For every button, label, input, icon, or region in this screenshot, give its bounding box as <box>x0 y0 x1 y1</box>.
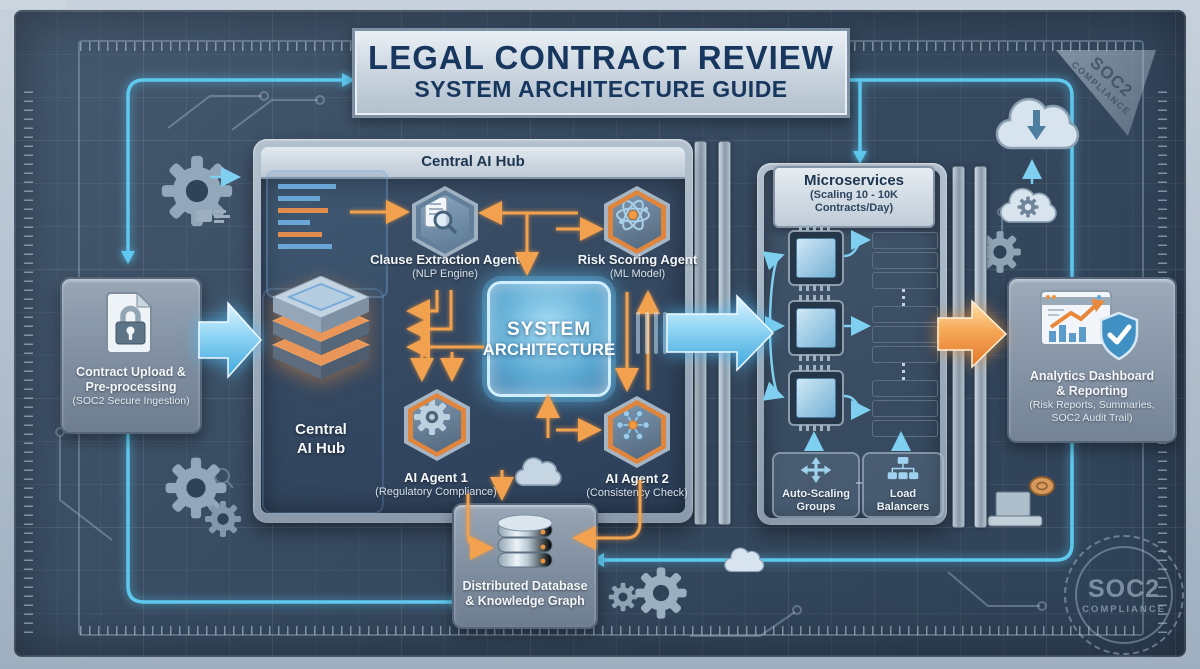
cpu-chip-icon <box>788 295 844 361</box>
ruler-left <box>24 88 33 633</box>
title-line1: LEGAL CONTRACT REVIEW <box>368 39 834 76</box>
contract-upload-box: Contract Upload & Pre-processing (SOC2 S… <box>60 277 202 434</box>
agent2-hex <box>604 396 670 468</box>
rail-divider <box>952 166 965 528</box>
title-line2: SYSTEM ARCHITECTURE GUIDE <box>414 76 788 102</box>
upload-box-subtitle: (SOC2 Secure Ingestion) <box>72 395 190 407</box>
rail-divider <box>694 141 707 525</box>
ruler-bottom <box>80 626 1140 635</box>
server-icon <box>872 252 938 269</box>
analytics-box: Analytics Dashboard & Reporting (Risk Re… <box>1007 277 1177 443</box>
agent1-label: AI Agent 1 (Regulatory Compliance) <box>375 470 497 498</box>
rail-divider <box>974 166 987 528</box>
server-icon <box>872 306 938 323</box>
rail-divider <box>718 141 731 525</box>
system-architecture-core: SYSTEM ARCHITECTURE <box>483 281 615 397</box>
agent2-label: AI Agent 2 (Consistency Check) <box>586 471 688 499</box>
risk-agent-label: Risk Scoring Agent (ML Model) <box>577 252 698 280</box>
frame-tab <box>0 0 66 9</box>
soc2-stamp: SOC2 COMPLIANCE <box>1064 535 1184 655</box>
dashboard-chart-icon <box>1040 290 1139 361</box>
microservices-header: Microservices (Scaling 10 - 10K Contract… <box>773 166 935 228</box>
server-icon <box>872 380 938 397</box>
ellipsis-dots <box>902 362 905 380</box>
server-icon <box>872 346 938 363</box>
risk-agent-hex <box>604 186 670 258</box>
cpu-chip-icon <box>788 225 844 291</box>
load-balancer-icon <box>887 457 919 480</box>
server-icon <box>872 232 938 249</box>
scaling-arrows-icon <box>800 457 832 483</box>
database-box: Distributed Database & Knowledge Graph <box>452 503 598 629</box>
server-icon <box>872 420 938 437</box>
load-balancers-box: Load Balancers <box>862 452 944 518</box>
secure-document-icon <box>106 291 153 354</box>
server-icon <box>872 326 938 343</box>
upload-box-title: Contract Upload & <box>76 365 186 379</box>
title-banner: LEGAL CONTRACT REVIEW SYSTEM ARCHITECTUR… <box>352 28 850 118</box>
server-icon <box>872 400 938 417</box>
cpu-chip-icon <box>788 365 844 431</box>
database-icon <box>497 514 553 568</box>
code-document-decoration <box>266 170 388 298</box>
server-icon <box>872 272 938 289</box>
ellipsis-dots <box>902 288 905 306</box>
clause-agent-label: Clause Extraction Agent (NLP Engine) <box>370 252 520 280</box>
connector <box>856 482 862 484</box>
stamp-text: SOC2 <box>1087 575 1161 603</box>
auto-scaling-box: Auto-Scaling Groups <box>772 452 860 518</box>
stack-label: Central AI Hub <box>295 421 347 457</box>
